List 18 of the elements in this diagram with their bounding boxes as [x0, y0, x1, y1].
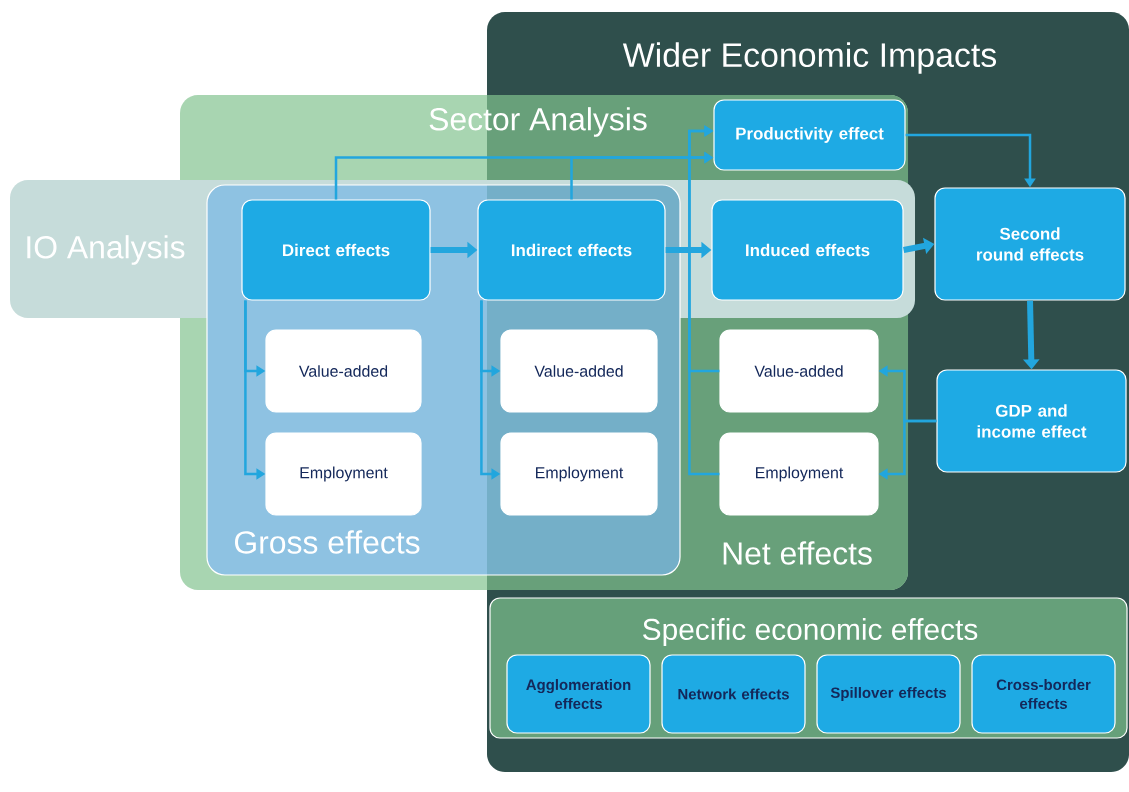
effect-box: GDP and income effect — [936, 369, 1127, 473]
effect-box: Direct effects — [241, 199, 431, 301]
arrow — [688, 125, 720, 476]
effect-box: Spillover effects — [816, 654, 961, 734]
measure-box: Value-added — [719, 329, 879, 413]
effect-box: Indirect effects — [477, 199, 666, 301]
measure-box: Employment — [719, 432, 879, 516]
region-heading: Net effects — [723, 541, 872, 565]
effect-box: Second round effects — [934, 187, 1126, 301]
effect-box: Agglomeration effects — [506, 654, 651, 734]
measure-box: Value-added — [500, 329, 658, 413]
measure-box: Value-added — [265, 329, 422, 413]
effect-box: Network effects — [661, 654, 806, 734]
effect-box: Induced effects — [711, 199, 904, 301]
measure-box: Employment — [500, 432, 658, 516]
effect-box: Cross-border effects — [971, 654, 1116, 734]
effect-box: Productivity effect — [713, 99, 906, 171]
measure-box: Employment — [265, 432, 422, 516]
